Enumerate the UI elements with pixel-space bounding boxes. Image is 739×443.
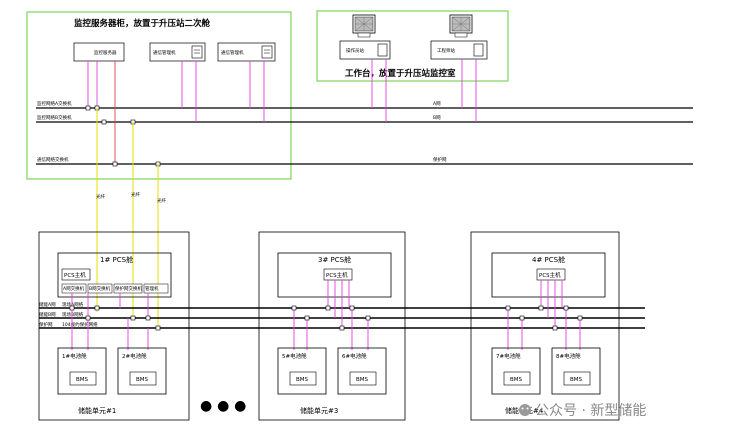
storage-unit-4 <box>470 231 620 421</box>
protection-network-tag: 保护网 <box>433 156 447 163</box>
unit1-switches: A网交换机 B网交换机 保护网交换机 管理机 <box>61 283 169 294</box>
bus-label-a: 储能A网 <box>39 301 56 308</box>
pcs-cabin-3 <box>277 252 392 298</box>
unit4-battery-1-label: 7#电池舱 <box>496 352 521 360</box>
unit4-battery-2-label: 8#电池舱 <box>556 352 581 360</box>
unit3-bms-2: BMS <box>356 377 369 383</box>
watermark-text: 公众号 · 新型储能 <box>535 403 646 419</box>
ellipsis: ● ● ● <box>200 398 246 414</box>
workstation-area <box>316 10 509 82</box>
network-a-tag: A网 <box>433 101 441 107</box>
unit1-battery-2-label: 2#电池舱 <box>122 352 147 360</box>
unit3-battery-1: 5#电池舱 BMS <box>277 347 327 395</box>
server-cabinet-title: 监控服务器柜，放置于升压站二次舱 <box>74 18 211 29</box>
pcs-host-4-label: PCS主机 <box>539 271 561 279</box>
pcs-host-4 <box>536 268 566 281</box>
workstation-title: 工作台，放置于升压站监控室 <box>345 68 456 79</box>
unit4-battery-1: 7#电池舱 BMS <box>491 347 541 395</box>
unit4-battery-2: 8#电池舱 BMS <box>551 347 601 395</box>
unit1-battery-2: 2#电池舱 BMS <box>117 347 167 395</box>
wechat-icon <box>519 404 531 416</box>
monitor-server: 监控服务器 <box>73 42 125 62</box>
comm-manager-2: 通信管理机 <box>217 42 276 62</box>
storage-unit-3 <box>258 231 406 421</box>
pcs-cabin-4 <box>491 252 606 298</box>
pcs-host-1-label: PCS主机 <box>64 271 86 279</box>
pcs-host-3 <box>323 268 353 281</box>
unit1-switch-b: B网交换机 <box>89 285 111 292</box>
pcs-cabin-4-label: 4# PCS舱 <box>532 255 565 264</box>
unit1-manager: 管理机 <box>145 285 159 292</box>
unit1-battery-1: 1#电池舱 BMS <box>57 347 107 395</box>
unit3-footer: 储能单元#3 <box>300 406 338 415</box>
pcs-cabin-1-label: 1# PCS舱 <box>100 255 133 264</box>
unit1-bus-text-protection: 104规约保护网络 <box>62 321 98 328</box>
bus-label-protection: 保护网 <box>39 321 53 328</box>
unit4-bms-1: BMS <box>510 377 523 383</box>
unit1-bms-1: BMS <box>76 377 89 383</box>
engineer-station-label: 工程师站 <box>437 47 455 54</box>
unit-links <box>71 280 581 350</box>
pcs-host-1 <box>61 268 91 281</box>
bus-label-b: 储能B网 <box>39 311 56 318</box>
network-a-label: 监控网络A交换机 <box>37 100 72 107</box>
storage-unit-1 <box>38 231 190 421</box>
fiber-label-1: 光纤 <box>96 193 105 200</box>
network-b-tag: B网 <box>433 115 441 121</box>
fiber-label-2: 光纤 <box>131 191 140 198</box>
watermark: 公众号 · 新型储能 <box>519 403 646 419</box>
unit1-battery-1-label: 1#电池舱 <box>62 352 87 360</box>
fiber-label-3: 光纤 <box>157 197 166 204</box>
unit1-bus-text-b: 现场B网络 <box>62 311 84 318</box>
unit1-bus-text-a: 现场A网络 <box>62 301 84 308</box>
unit3-battery-2-label: 6#电池舱 <box>342 352 367 360</box>
unit1-bms-2: BMS <box>136 377 149 383</box>
unit3-battery-2: 6#电池舱 BMS <box>337 347 387 395</box>
server-cabinet <box>26 11 292 180</box>
network-b-label: 监控网络B交换机 <box>37 114 72 121</box>
comm-manager-2-label: 通信管理机 <box>221 49 244 56</box>
unit3-battery-1-label: 5#电池舱 <box>282 352 307 360</box>
unit1-switch-protection: 保护网交换机 <box>115 285 142 292</box>
pcs-cabin-1 <box>57 252 172 298</box>
operator-station: 操作员站 <box>339 14 391 60</box>
pcs-host-3-label: PCS主机 <box>326 271 348 279</box>
operator-station-label: 操作员站 <box>346 47 364 54</box>
unit3-bms-1: BMS <box>296 377 309 383</box>
fiber-links <box>96 108 159 328</box>
unit4-bms-2: BMS <box>570 377 583 383</box>
engineer-station: 工程师站 <box>430 14 488 60</box>
comm-manager-1: 通信管理机 <box>149 42 206 62</box>
comm-manager-1-label: 通信管理机 <box>153 49 176 56</box>
pcs-cabin-3-label: 3# PCS舱 <box>318 255 351 264</box>
monitor-server-label: 监控服务器 <box>94 49 117 56</box>
device-links <box>87 59 477 122</box>
protection-network-label: 通信网络交换机 <box>37 156 69 163</box>
unit1-footer: 储能单元#1 <box>78 406 116 415</box>
bus-junctions <box>69 305 583 331</box>
unit1-switch-a: A网交换机 <box>63 285 85 292</box>
